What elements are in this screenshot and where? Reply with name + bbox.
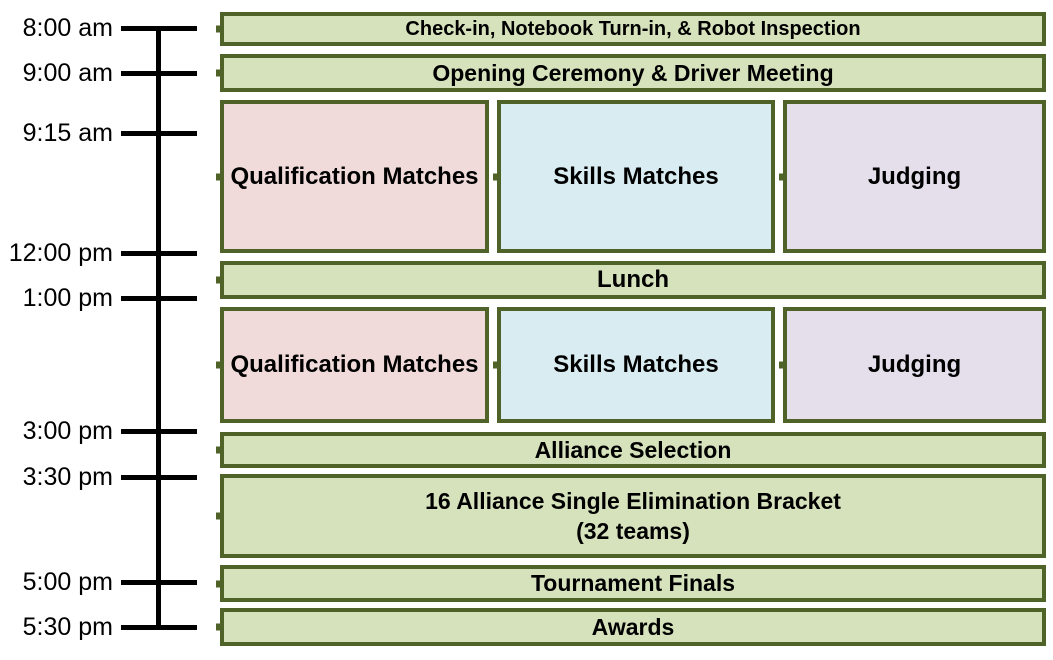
event-checkin-label: Check-in, Notebook Turn-in, & Robot Insp… <box>405 17 861 40</box>
tick-mark-1200pm <box>121 251 197 256</box>
event-awards-bar: Awards <box>220 608 1046 646</box>
event-opening-ceremony-bar: Opening Ceremony & Driver Meeting <box>220 54 1046 92</box>
time-label-500pm: 5:00 pm <box>22 568 113 596</box>
event-awards-label: Awards <box>591 613 675 640</box>
event-elimination-bracket-label-line1: 16 Alliance Single Elimination Bracket <box>425 487 841 514</box>
event-lunch-bar: Lunch <box>220 261 1046 299</box>
event-checkin-bar: Check-in, Notebook Turn-in, & Robot Insp… <box>220 12 1046 46</box>
timeline-axis <box>156 28 161 628</box>
time-label-330pm: 3:30 pm <box>22 463 113 491</box>
tick-mark-300pm <box>121 429 197 434</box>
event-elimination-bracket-label-line2: (32 teams) <box>576 518 690 544</box>
event-judging-pm-label: Judging <box>867 351 962 378</box>
event-qualification-matches-am-label: Qualification Matches <box>230 162 479 190</box>
time-label-530pm: 5:30 pm <box>22 613 113 641</box>
tick-mark-330pm <box>121 475 197 480</box>
tick-mark-915am <box>121 131 197 136</box>
event-qualification-matches-pm-box: Qualification Matches <box>220 307 489 423</box>
tick-mark-800am <box>121 26 197 31</box>
tick-mark-900am <box>121 71 197 76</box>
time-label-100pm: 1:00 pm <box>22 284 113 312</box>
tick-mark-530pm <box>121 625 197 630</box>
event-skills-matches-pm-box: Skills Matches <box>497 307 775 423</box>
time-label-1200pm: 12:00 pm <box>8 239 113 267</box>
time-label-300pm: 3:00 pm <box>22 417 113 445</box>
event-alliance-selection-label: Alliance Selection <box>534 436 732 463</box>
time-label-800am: 8:00 am <box>22 14 113 42</box>
event-lunch-label: Lunch <box>597 266 669 293</box>
tick-mark-100pm <box>121 296 197 301</box>
event-alliance-selection-bar: Alliance Selection <box>220 432 1046 468</box>
tick-mark-500pm <box>121 580 197 585</box>
event-tournament-finals-label: Tournament Finals <box>530 570 736 596</box>
event-qualification-matches-pm-label: Qualification Matches <box>230 351 479 378</box>
event-tournament-finals-bar: Tournament Finals <box>220 565 1046 602</box>
event-elimination-bracket-bar: 16 Alliance Single Elimination Bracket (… <box>220 474 1046 558</box>
event-opening-ceremony-label: Opening Ceremony & Driver Meeting <box>432 59 834 86</box>
event-judging-am-label: Judging <box>867 162 962 190</box>
event-skills-matches-am-label: Skills Matches <box>553 162 719 190</box>
time-label-915am: 9:15 am <box>22 119 113 147</box>
time-label-900am: 9:00 am <box>22 59 113 87</box>
event-judging-pm-box: Judging <box>783 307 1046 423</box>
event-skills-matches-pm-label: Skills Matches <box>553 351 719 378</box>
event-qualification-matches-am-box: Qualification Matches <box>220 100 489 253</box>
event-judging-am-box: Judging <box>783 100 1046 253</box>
event-skills-matches-am-box: Skills Matches <box>497 100 775 253</box>
